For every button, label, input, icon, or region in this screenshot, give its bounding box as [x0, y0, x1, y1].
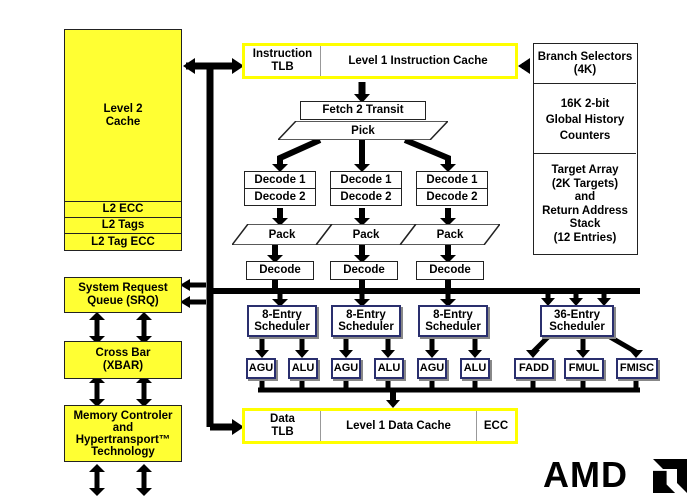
instruction-cache-block: Instruction TLB Level 1 Instruction Cach… — [242, 43, 518, 79]
exec-unit-agu-2: AGU — [417, 358, 447, 379]
data-tlb: Data TLB — [245, 411, 321, 441]
l2-tags: L2 Tags — [64, 217, 182, 234]
exec-unit-alu-1: ALU — [374, 358, 404, 379]
branch-selectors: Branch Selectors (4K) — [534, 44, 636, 84]
scheduler-3: 36-Entry Scheduler — [540, 305, 614, 337]
decode-pipe-2: Decode — [416, 261, 484, 280]
level2-cache: Level 2 Cache — [64, 29, 182, 202]
branch-prediction-block: Branch Selectors (4K) 16K 2-bit Global H… — [533, 43, 638, 255]
l2-tag-ecc: L2 Tag ECC — [64, 233, 182, 251]
exec-unit-fmisc: FMISC — [616, 358, 658, 379]
memory-controller: Memory Controler and Hypertransport™ Tec… — [64, 405, 182, 462]
decode-pipe-0: Decode — [246, 261, 314, 280]
data-cache-block: Data TLB Level 1 Data Cache ECC — [242, 408, 518, 444]
data-cache-ecc: ECC — [483, 419, 509, 432]
exec-unit-alu-2: ALU — [460, 358, 490, 379]
decode1-pipe-1: Decode 1 — [330, 171, 402, 189]
level1-data-cache: Level 1 Data Cache — [321, 411, 477, 441]
decode1-pipe-2: Decode 1 — [416, 171, 488, 189]
system-request-queue: System Request Queue (SRQ) — [64, 277, 182, 313]
level1-instruction-cache: Level 1 Instruction Cache — [348, 54, 488, 67]
exec-unit-agu-1: AGU — [331, 358, 361, 379]
instruction-tlb: Instruction TLB — [245, 46, 321, 76]
global-history-counters: 16K 2-bit Global History Counters — [534, 86, 636, 154]
scheduler-2: 8-Entry Scheduler — [418, 305, 488, 337]
pick-stage: Pick — [278, 121, 448, 140]
target-array: Target Array (2K Targets) and Return Add… — [542, 164, 628, 244]
pack-pipe-1: Pack — [316, 224, 416, 245]
exec-unit-agu-0: AGU — [246, 358, 276, 379]
amd-logo: AMD — [543, 455, 688, 495]
l2-ecc: L2 ECC — [64, 201, 182, 218]
scheduler-0: 8-Entry Scheduler — [247, 305, 317, 337]
decode2-pipe-0: Decode 2 — [244, 188, 316, 206]
cross-bar: Cross Bar (XBAR) — [64, 341, 182, 379]
decode-pipe-1: Decode — [330, 261, 398, 280]
exec-unit-fadd: FADD — [514, 358, 554, 379]
scheduler-1: 8-Entry Scheduler — [331, 305, 401, 337]
decode2-pipe-2: Decode 2 — [416, 188, 488, 206]
amd-arrow-icon — [653, 459, 687, 493]
decode2-pipe-1: Decode 2 — [330, 188, 402, 206]
exec-unit-fmul: FMUL — [564, 358, 604, 379]
pack-pipe-2: Pack — [400, 224, 500, 245]
pack-pipe-0: Pack — [232, 224, 332, 245]
fetch-transit: Fetch 2 Transit — [300, 101, 426, 120]
exec-unit-alu-0: ALU — [288, 358, 318, 379]
decode1-pipe-0: Decode 1 — [244, 171, 316, 189]
